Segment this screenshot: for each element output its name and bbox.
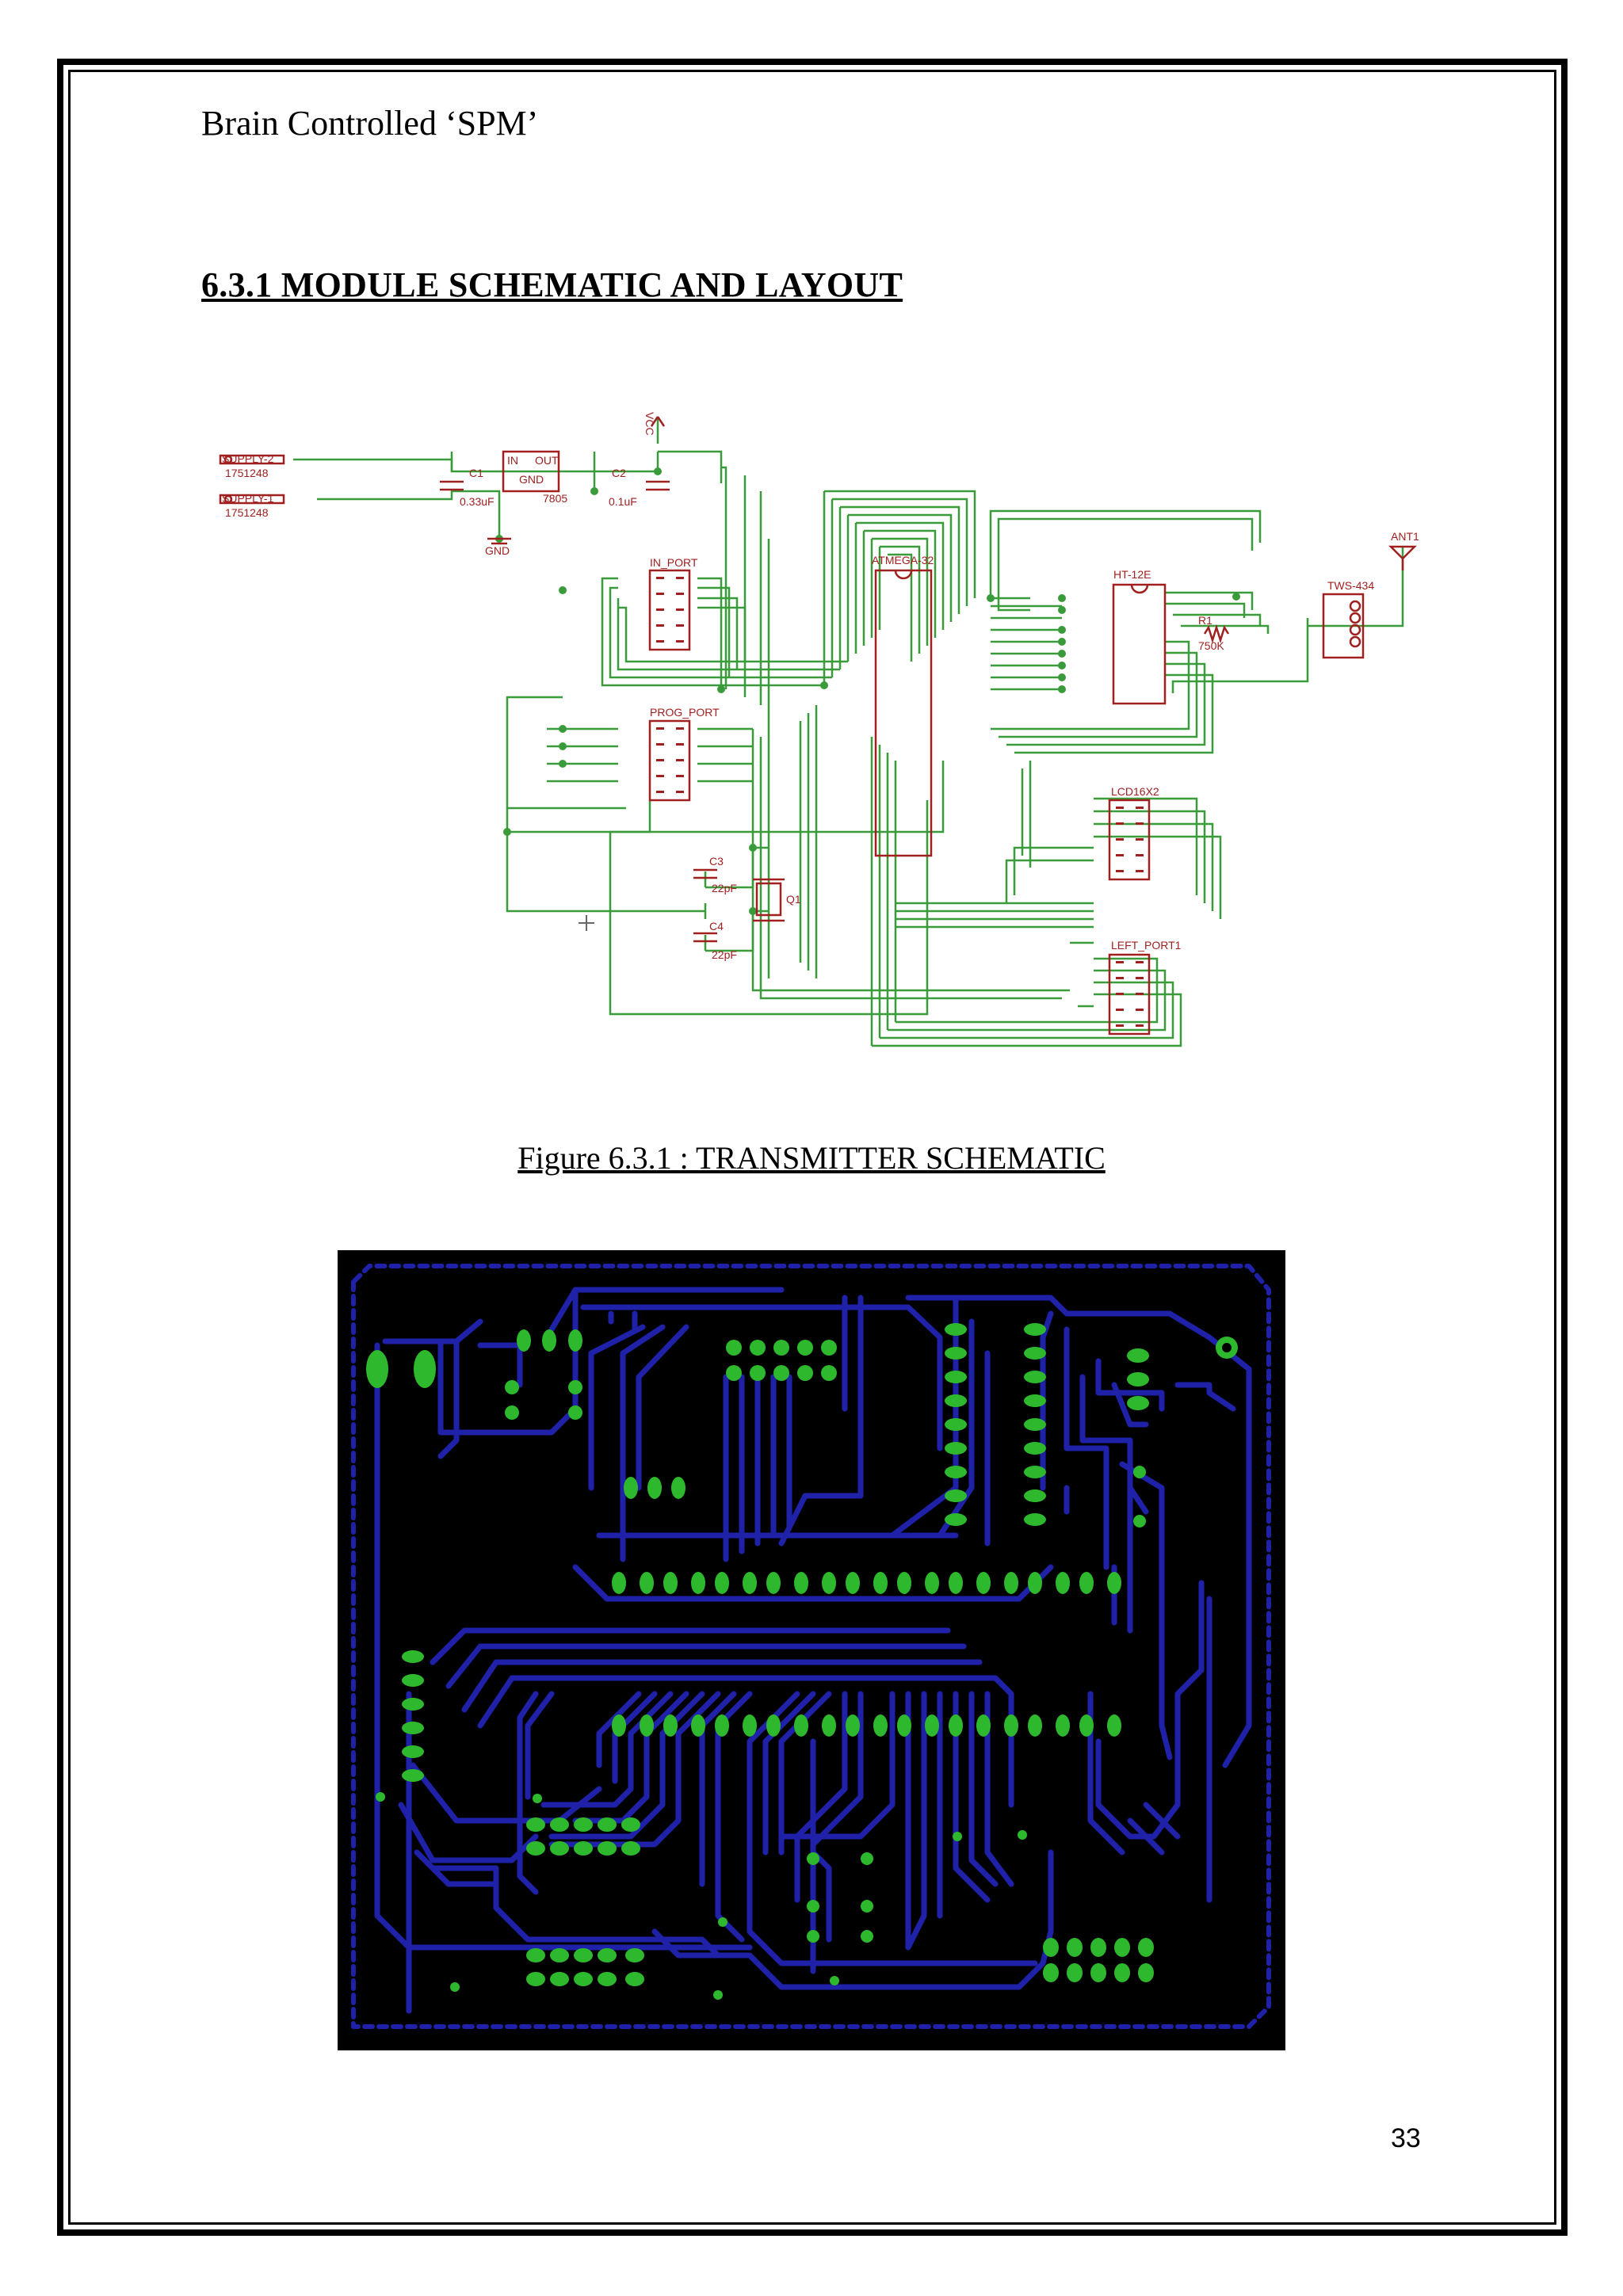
running-header: Brain Controlled ‘SPM’ (201, 104, 539, 143)
regulator-value: 7805 (543, 492, 567, 505)
supply2-part: 1751248 (225, 467, 269, 479)
pcb-layout (338, 1250, 1285, 2050)
c2-value: 0.1uF (609, 495, 637, 508)
page-border-inner (68, 70, 1556, 2225)
ht12e-label: HT-12E (1113, 568, 1151, 581)
atmega-label: ATMEGA-32 (872, 554, 934, 566)
c3-label: C3 (709, 855, 724, 868)
transmitter-schematic: SUPPLY-2 1751248 SUPPLY-1 1751248 VCC GN… (219, 412, 1419, 1047)
section-heading: 6.3.1 MODULE SCHEMATIC AND LAYOUT (201, 265, 903, 304)
in-port-label: IN_PORT (650, 556, 698, 569)
c4-label: C4 (709, 920, 724, 933)
gnd-label: GND (485, 544, 510, 557)
regulator-gnd-label: GND (519, 473, 544, 486)
supply1-label: SUPPLY-1 (222, 492, 274, 505)
regulator-out-label: OUT (535, 454, 559, 467)
supply1-part: 1751248 (225, 506, 269, 519)
r1-value: 750K (1198, 639, 1224, 652)
crystal-label: Q1 (786, 893, 801, 906)
tws-label: TWS-434 (1327, 579, 1374, 592)
antenna-label: ANT1 (1391, 530, 1419, 543)
figure-caption: Figure 6.3.1 : TRANSMITTER SCHEMATIC (517, 1140, 1106, 1176)
c1-label: C1 (469, 467, 483, 479)
r1-label: R1 (1198, 614, 1212, 627)
c1-value: 0.33uF (460, 495, 495, 508)
page-border-outer (57, 59, 1568, 2236)
left-port-label: LEFT_PORT1 (1111, 939, 1182, 952)
supply2-label: SUPPLY-2 (222, 452, 274, 465)
regulator-in-label: IN (507, 454, 518, 467)
c3-value: 22pF (712, 882, 737, 894)
lcd-port-label: LCD16X2 (1111, 785, 1159, 798)
c2-label: C2 (612, 467, 626, 479)
prog-port-label: PROG_PORT (650, 706, 720, 719)
vcc-label: VCC (643, 412, 656, 436)
c4-value: 22pF (712, 948, 737, 961)
page-number: 33 (1391, 2123, 1421, 2153)
